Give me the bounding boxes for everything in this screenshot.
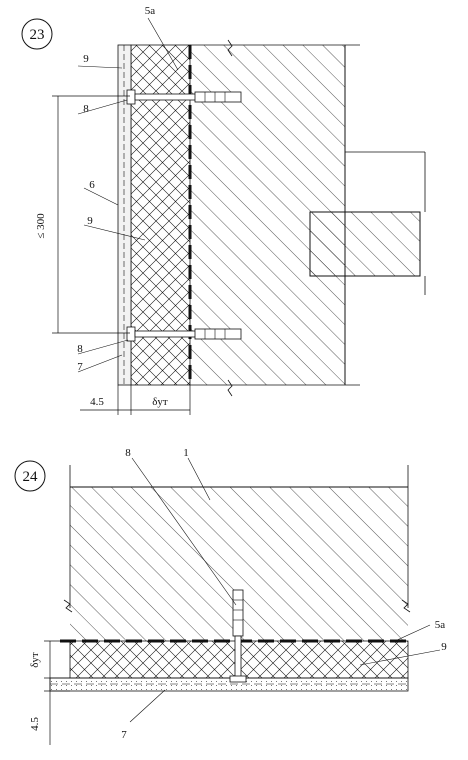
figure-24-number: 24 xyxy=(23,469,39,485)
label-8-bottom: 8 xyxy=(77,343,83,355)
figure-23-anchor-bottom xyxy=(126,326,242,342)
figure-24-callouts: 8 1 5а 9 7 xyxy=(121,447,447,741)
figure-23: 23 xyxy=(21,5,426,415)
label-7-24: 7 xyxy=(121,729,127,741)
figure-24-anchor xyxy=(229,589,247,683)
label-6: 6 xyxy=(89,179,95,191)
figure-24-thickness-dimension: δут 4.5 xyxy=(29,640,70,745)
figure-24-insulation-dim: δут xyxy=(29,652,41,668)
figure-23-render xyxy=(117,44,132,386)
figure-23-number: 23 xyxy=(30,27,45,43)
figure-23-insulation-dim: δут xyxy=(152,396,168,408)
label-8-top: 8 xyxy=(83,103,89,115)
figure-23-plaster-dim: 4.5 xyxy=(90,396,104,408)
figure-24: 24 xyxy=(14,447,447,745)
figure-24-badge: 24 xyxy=(14,460,46,492)
figure-24-render xyxy=(49,677,409,692)
label-9-24: 9 xyxy=(441,641,447,653)
figure-23-thickness-dimension: 4.5 δут xyxy=(80,385,191,415)
label-1: 1 xyxy=(183,447,189,459)
figure-23-spacing-label: ≤ 300 xyxy=(35,213,47,239)
figure-23-floor-slab xyxy=(309,151,426,295)
figure-23-badge: 23 xyxy=(21,18,53,50)
label-7: 7 xyxy=(77,361,83,373)
label-9-mid: 9 xyxy=(87,215,93,227)
figure-24-plaster-dim: 4.5 xyxy=(29,717,41,731)
label-5a: 5а xyxy=(145,5,156,17)
label-8: 8 xyxy=(125,447,131,459)
figure-23-spacing-dimension: ≤ 300 xyxy=(35,95,130,334)
figure-23-callouts: 5а 9 8 6 9 8 7 xyxy=(77,5,179,373)
figure-23-anchor-top xyxy=(126,89,242,105)
label-5a-24: 5а xyxy=(435,619,446,631)
label-9-top: 9 xyxy=(83,53,89,65)
